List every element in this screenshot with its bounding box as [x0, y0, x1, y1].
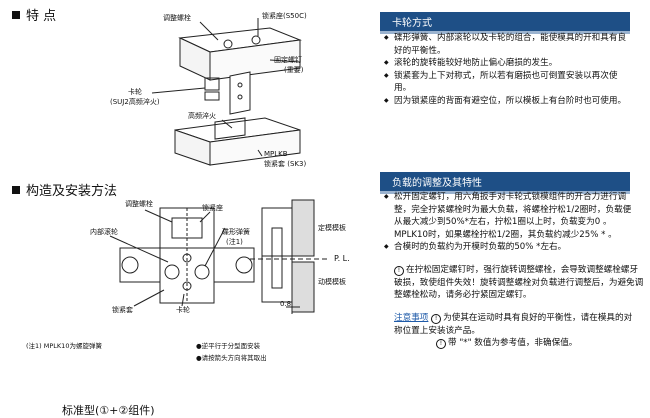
label-roller-2: 卡轮 [176, 306, 190, 314]
label-butterfly-spring: 碟形弹簧 [222, 228, 250, 236]
list-item: 滚轮的旋转能较好地防止偏心磨损的发生。 [384, 57, 634, 70]
label-moving-plate: 动模模板 [318, 278, 346, 286]
label-lock-sleeve: 锁紧套 (SK3) [264, 160, 307, 168]
label-parting-line: P. L. [334, 254, 350, 263]
cross-section-diagram [109, 199, 330, 314]
warning-icon: ! [431, 314, 442, 324]
structure-title: 构造及安装方法 [26, 184, 118, 199]
load-adjust-list: 松开固定螺钉，用六角扳手对卡轮式锁模组件的开合力进行调整，完全拧紧螺栓时为最大负… [384, 191, 634, 254]
square-bullet-icon [12, 185, 20, 194]
list-item: 碟形弹簧、内部滚轮以及卡轮的组合，能使模具的开和具有良好的平衡性。 [384, 32, 634, 57]
exploded-view-diagram [151, 18, 302, 166]
load-adjust-title: 负载的调整及其特性 [392, 178, 482, 189]
square-bullet-icon [12, 10, 20, 19]
caution-text-1: 为使其在运动时具有良好的平衡性，请在模具的对称位置上安装该产品。 [394, 313, 633, 336]
label-lock-sleeve-2: 锁紧套 [112, 306, 133, 314]
warning-icon: ! [394, 266, 404, 276]
label-fixed-plate: 定模模板 [318, 224, 346, 232]
structure-heading: 构造及安装方法 [12, 180, 117, 199]
label-adjust-bolt: 调整螺栓 [163, 14, 191, 22]
caution-block: 注意事项 !为使其在运动时具有良好的平衡性，请在模具的对称位置上安装该产品。 !… [394, 312, 634, 350]
caution-link[interactable]: 注意事项 [394, 313, 429, 323]
footnote-note1: (注1) MPLK10为螺旋弹簧 [26, 342, 102, 350]
features-heading: 特 点 [12, 5, 56, 24]
footnote-bullet1: ●逆平行于分型面安装 [196, 342, 261, 350]
warning-icon: ! [436, 339, 446, 349]
list-item: 锁紧套为上下对称式，所以若有磨损也可倒置安装以再次使用。 [384, 70, 634, 95]
warning-item: !在拧松固定螺钉时，强行旋转调整螺栓，会导致调整螺栓螺牙破损，致使组件失效！旋转… [384, 264, 644, 302]
label-lock-seat: 锁紧座(S50C) [262, 12, 307, 20]
label-gap: 0.8 [280, 300, 292, 308]
list-item: 因为锁紧座的背面有避空位，所以模板上有台阶时也可使用。 [384, 95, 634, 108]
label-roller-material: (SUJ2高频淬火) [110, 98, 160, 106]
label-mplkb: MPLKB [264, 150, 288, 158]
label-lock-seat-2: 锁紧座 [202, 204, 223, 212]
list-item: 松开固定螺钉，用六角扳手对卡轮式锁模组件的开合力进行调整，完全拧紧螺栓时为最大负… [384, 191, 634, 241]
label-fixing-bolt: 固定螺钉 [274, 56, 302, 64]
warning-text: 在拧松固定螺钉时，强行旋转调整螺栓，会导致调整螺栓螺牙破损，致使组件失效！旋转调… [394, 265, 644, 300]
roller-method-list: 碟形弹簧、内部滚轮以及卡轮的组合，能使模具的开和具有良好的平衡性。 滚轮的旋转能… [384, 32, 634, 107]
label-roller: 卡轮 [128, 88, 142, 96]
caution-text-2: 带 "*" 数值为参考值，非确保值。 [448, 338, 578, 348]
features-title: 特 点 [26, 9, 57, 24]
caution-row-1: 注意事项 !为使其在运动时具有良好的平衡性，请在模具的对称位置上安装该产品。 [394, 312, 634, 337]
footnote-bullet2: ●请按箭头方向将其取出 [196, 354, 267, 362]
label-hf-quench: 高频淬火 [188, 112, 216, 120]
label-fixing-bolt-note: (重要) [284, 66, 304, 74]
label-note1-ref: (注1) [226, 238, 243, 246]
label-adjust-bolt-2: 调整螺栓 [125, 200, 153, 208]
roller-method-title: 卡轮方式 [392, 18, 432, 29]
label-inner-roller: 内部滚轮 [90, 228, 118, 236]
list-item: 合模时的负载约为开模时负载的50% *左右。 [384, 241, 634, 254]
bottom-standard-type-label: 标准型(①+②组件) [62, 404, 155, 417]
caution-row-2: !带 "*" 数值为参考值，非确保值。 [394, 337, 634, 350]
roller-method-title-bar: 卡轮方式 [380, 12, 630, 34]
